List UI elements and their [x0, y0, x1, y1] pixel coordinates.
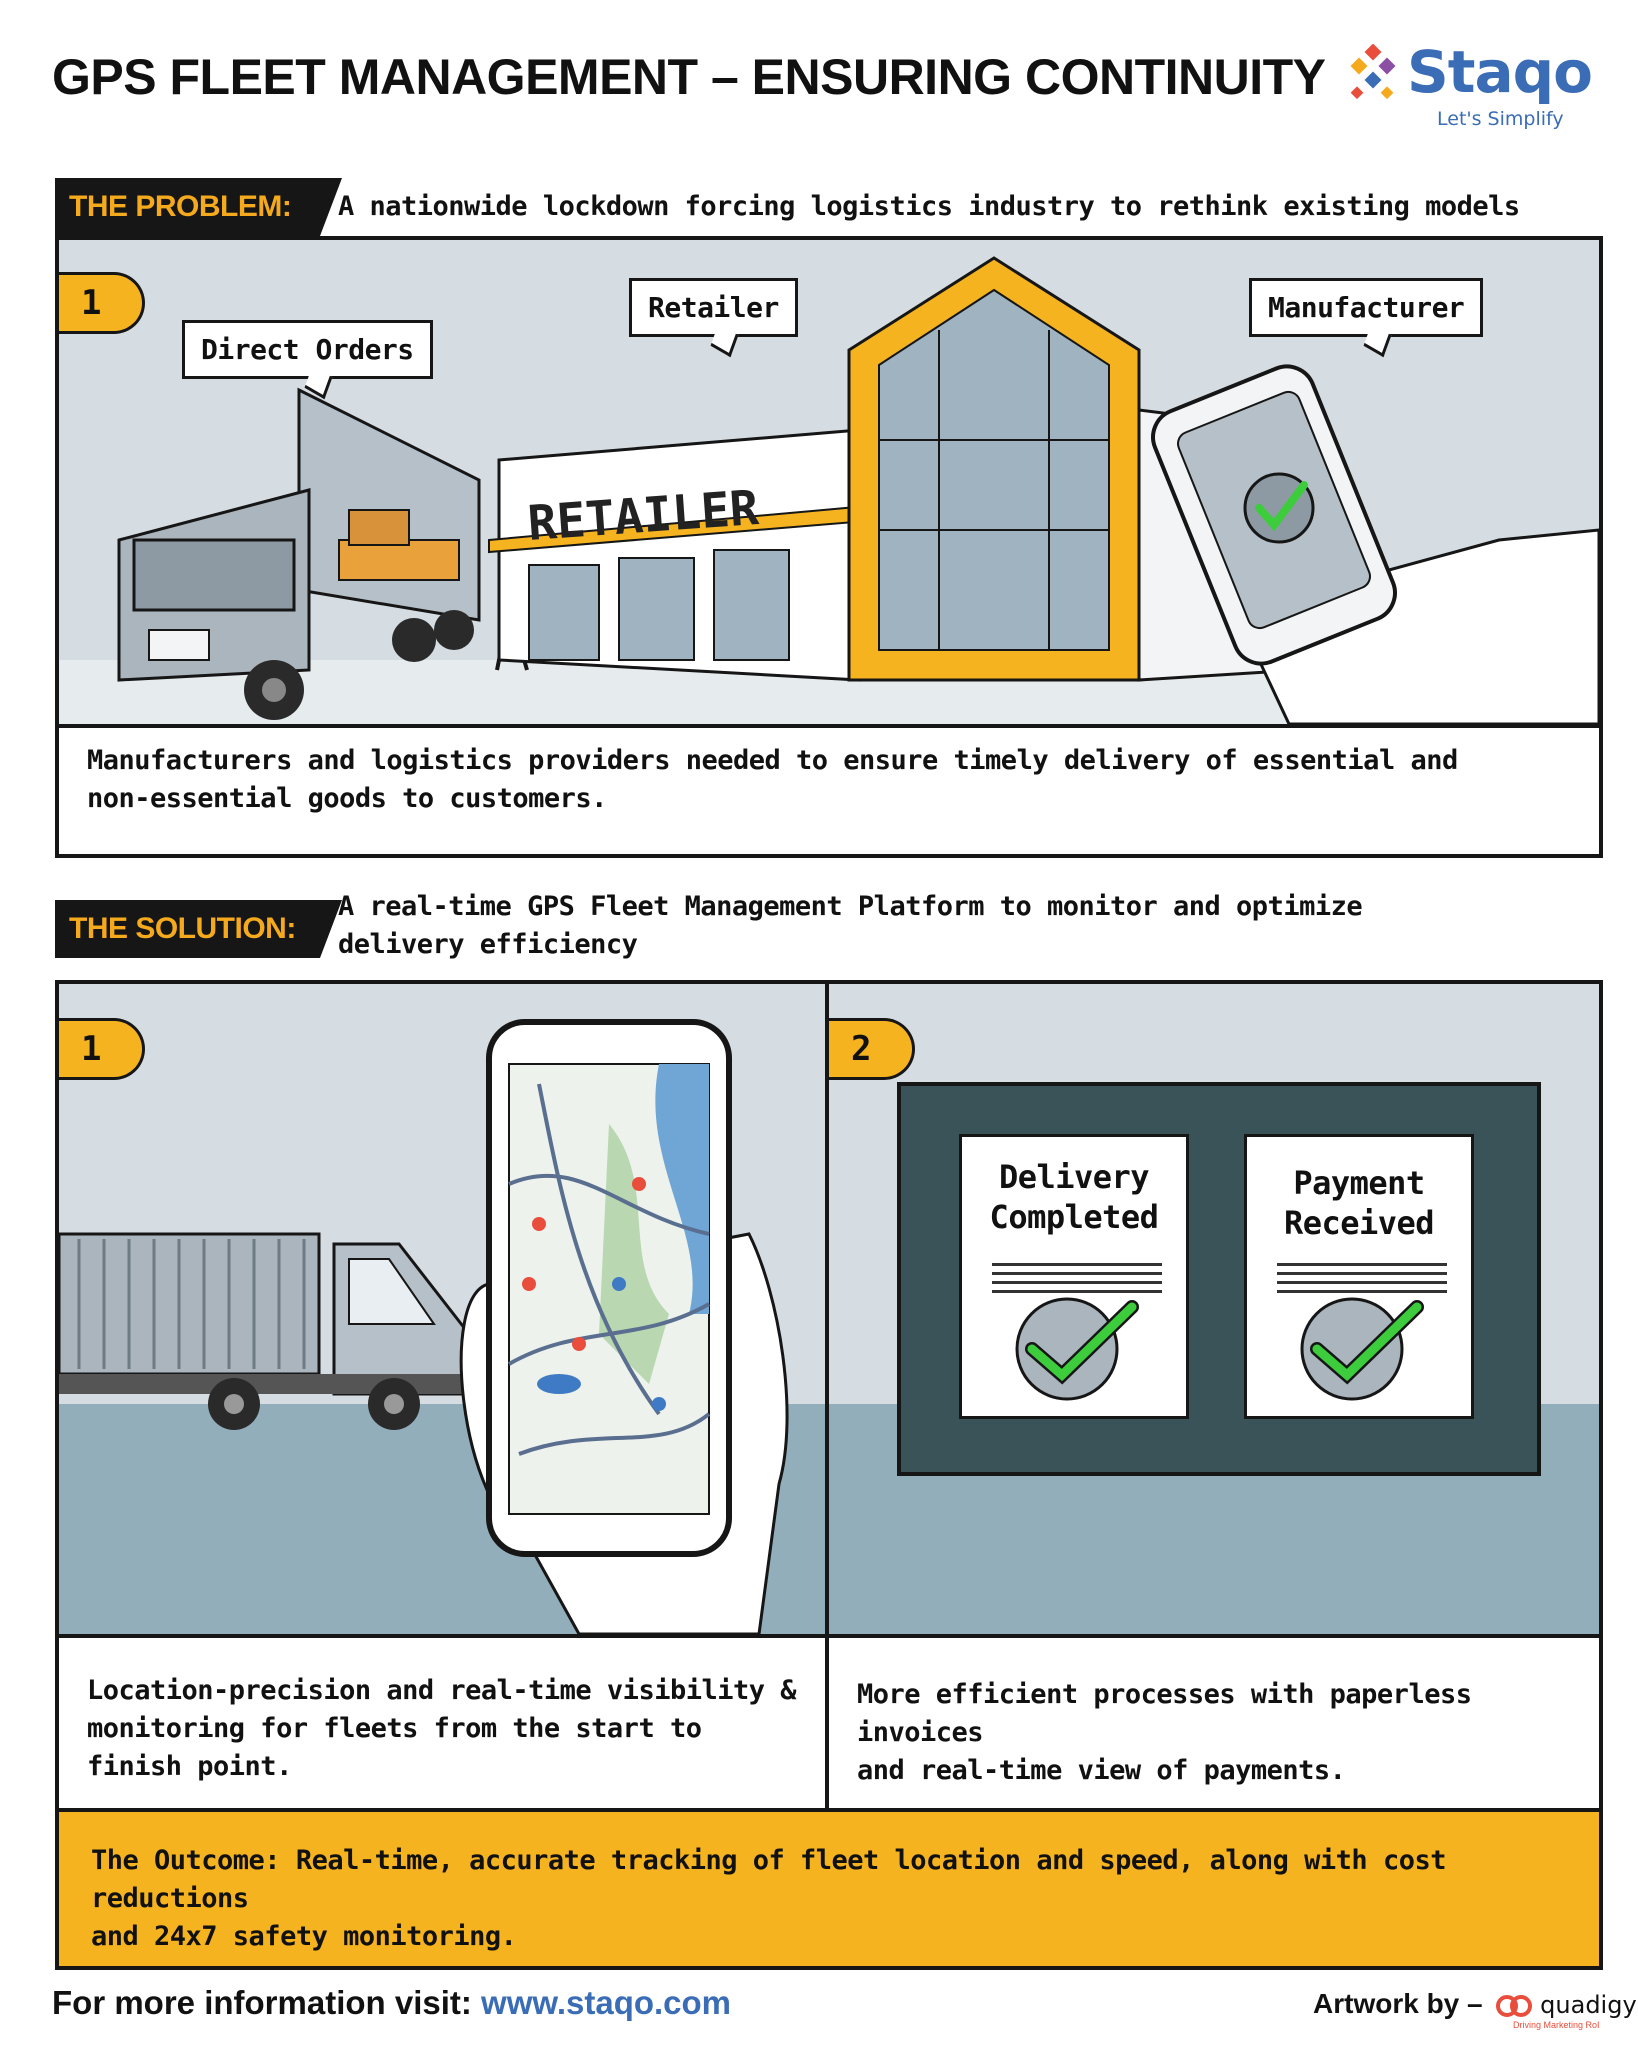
solution-panel-1: 1: [55, 980, 829, 1638]
bubble-retailer: Retailer: [629, 278, 798, 337]
retail-scene-illustration: RETAILER: [59, 256, 1599, 724]
hand-holding-smartphone-icon: [459, 1019, 789, 1634]
problem-label: THE PROBLEM:: [55, 178, 342, 236]
quadigy-logo-icon: [1496, 1994, 1533, 2017]
solution-statement-line-2: delivery efficiency: [338, 929, 638, 960]
check-circle-icon: [1300, 1297, 1424, 1401]
delivery-completed-title: Delivery Completed: [989, 1158, 1159, 1236]
page-title: GPS FLEET MANAGEMENT – ENSURING CONTINUI…: [52, 49, 1326, 105]
problem-caption: Manufacturers and logistics providers ne…: [55, 724, 1603, 858]
gps-tracking-illustration: [59, 1019, 825, 1634]
payment-received-title: Payment Received: [1283, 1164, 1435, 1242]
solution-statement-line-1: A real-time GPS Fleet Management Platfor…: [338, 891, 1363, 922]
footer-website-link[interactable]: www.staqo.com: [481, 1984, 732, 2021]
hand-holding-phone-icon: [1151, 364, 1599, 724]
truck-icon: [117, 387, 481, 720]
outcome-box: The Outcome: Real-time, accurate trackin…: [55, 1808, 1603, 1970]
problem-caption-line-2: non-essential goods to customers.: [87, 783, 607, 814]
solution-caption-1: Location-precision and real-time visibil…: [55, 1634, 829, 1812]
check-circle-icon: [1015, 1297, 1139, 1401]
footer-artwork-credit: Artwork by – quadigy Driving Marketing R…: [1313, 1988, 1637, 2030]
solution-panel-1-number: 1: [59, 1018, 145, 1080]
artwork-by-label: Artwork by –: [1313, 1988, 1483, 2019]
outcome-line-1: The Outcome: Real-time, accurate trackin…: [91, 1845, 1446, 1914]
staqo-logo[interactable]: Staqo Let's Simplify: [1345, 38, 1605, 133]
delivery-completed-document[interactable]: Delivery Completed: [959, 1134, 1189, 1419]
bubble-direct-orders: Direct Orders: [182, 320, 433, 379]
solution-label-text: THE SOLUTION:: [69, 912, 296, 945]
solution-caption-2: More efficient processes with paperless …: [825, 1634, 1603, 1812]
solution-label: THE SOLUTION:: [55, 900, 342, 958]
logo-tagline: Let's Simplify: [1437, 108, 1564, 130]
quadigy-logo-text[interactable]: quadigy: [1540, 1991, 1637, 2019]
footer-info-prefix: For more information visit:: [52, 1984, 472, 2021]
bubble-manufacturer: Manufacturer: [1249, 278, 1484, 337]
solution-panel-2-number: 2: [829, 1018, 915, 1080]
container-truck-icon: [59, 1232, 471, 1430]
quadigy-tagline: Driving Marketing RoI: [1513, 2020, 1600, 2030]
problem-label-text: THE PROBLEM:: [69, 190, 292, 223]
document-text-lines: [1277, 1257, 1447, 1299]
staqo-logo-icon: [1350, 44, 1396, 100]
footer-info: For more information visit: www.staqo.co…: [52, 1984, 731, 2022]
problem-statement: A nationwide lockdown forcing logistics …: [338, 191, 1520, 222]
wall-background: [829, 1082, 1599, 1634]
outcome-line-2: and 24x7 safety monitoring.: [91, 1921, 517, 1952]
payment-received-document[interactable]: Payment Received: [1244, 1134, 1474, 1419]
solution-statement: A real-time GPS Fleet Management Platfor…: [338, 888, 1363, 964]
problem-panel-number: 1: [59, 272, 145, 334]
problem-panel: RETAILER 1 Direct Orders Retailer Manufa…: [55, 236, 1603, 728]
logo-wordmark: Staqo: [1407, 38, 1593, 106]
problem-caption-line-1: Manufacturers and logistics providers ne…: [87, 745, 1458, 776]
document-text-lines: [992, 1257, 1162, 1299]
solution-panel-2: 2 Delivery Completed Payment Received: [825, 980, 1603, 1638]
